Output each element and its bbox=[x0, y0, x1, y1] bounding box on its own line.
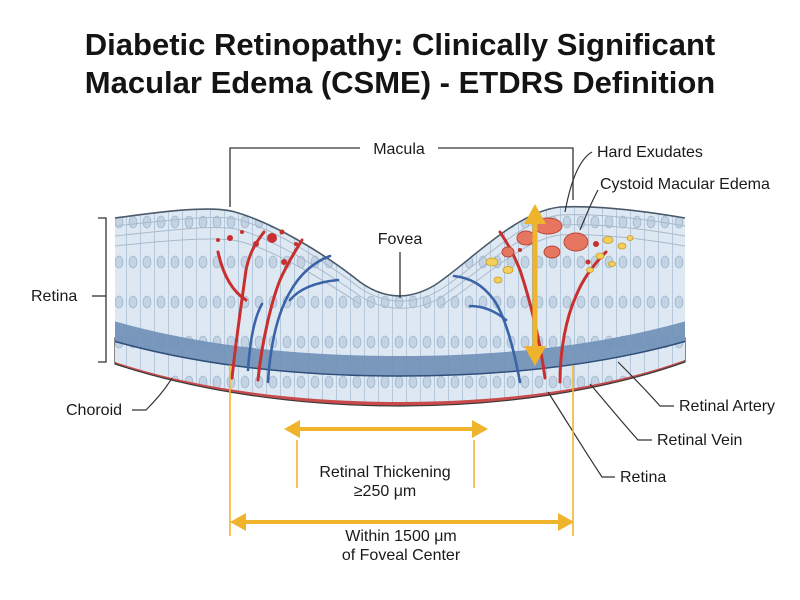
retina-outline bbox=[114, 205, 686, 297]
label-thickening-value: ≥250 μm bbox=[354, 483, 416, 500]
retinal-vein-vessels bbox=[246, 254, 522, 384]
retina-bracket bbox=[98, 217, 107, 363]
thickening-vertical-arrow bbox=[524, 204, 546, 366]
label-distance-reference: of Foveal Center bbox=[342, 547, 461, 564]
hemorrhage-spots bbox=[216, 229, 599, 265]
title-line-2: Macular Edema (CSME) - ETDRS Definition bbox=[84, 65, 716, 100]
label-retinal-thickening: Retinal Thickening bbox=[319, 464, 450, 481]
label-distance: Within 1500 μm bbox=[345, 528, 456, 545]
choroid-leader bbox=[132, 377, 173, 411]
cystoid-edema-cysts bbox=[501, 217, 589, 259]
label-retina-right: Retina bbox=[620, 469, 666, 486]
label-retinal-artery: Retinal Artery bbox=[679, 398, 775, 415]
nerve-fiber-layer bbox=[115, 214, 685, 309]
hard-exudates-leader bbox=[564, 151, 593, 213]
retinal-artery-leader bbox=[617, 361, 674, 407]
title-line-1: Diabetic Retinopathy: Clinically Signifi… bbox=[84, 27, 716, 62]
macula-bracket bbox=[229, 147, 574, 207]
diagram-title: Diabetic Retinopathy: Clinically Signifi… bbox=[0, 26, 800, 102]
thickening-horizontal-arrow bbox=[284, 420, 488, 438]
guide-lines bbox=[229, 365, 574, 536]
retinal-vein-leader bbox=[589, 383, 652, 441]
label-retina-left: Retina bbox=[31, 288, 77, 305]
hard-exudate-deposits bbox=[485, 235, 634, 284]
label-hard-exudates: Hard Exudates bbox=[597, 144, 703, 161]
label-macula: Macula bbox=[373, 141, 425, 158]
label-cystoid-macular-edema: Cystoid Macular Edema bbox=[600, 176, 770, 193]
cystoid-edema-leader bbox=[579, 189, 599, 231]
label-fovea: Fovea bbox=[378, 231, 423, 248]
label-choroid: Choroid bbox=[66, 402, 122, 419]
rpe-layer bbox=[115, 320, 685, 376]
label-retinal-vein: Retinal Vein bbox=[657, 432, 742, 449]
retina-right-leader bbox=[547, 391, 615, 478]
distance-horizontal-arrow bbox=[230, 513, 574, 531]
